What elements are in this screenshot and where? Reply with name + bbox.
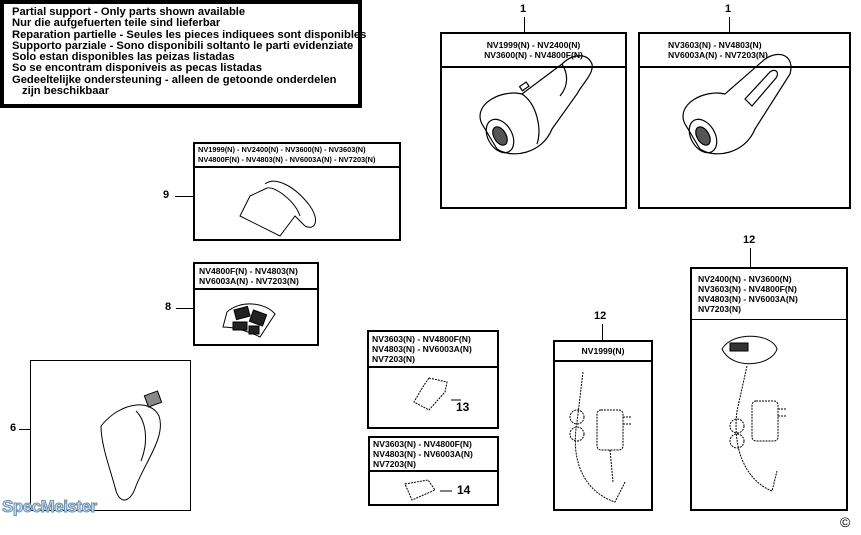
part-box-9-filter[interactable]: NV1999(N) - NV2400(N) - NV3600(N) - NV36… [193,142,401,241]
part-box-14-brush[interactable]: NV3603(N) - NV4800F(N)NV4803(N) - NV6003… [368,436,499,506]
copyright-symbol: © [840,514,851,530]
model-list: NV1999(N) [555,342,651,362]
part-number-1: 1 [520,3,527,15]
part-number-14: 14 [457,483,471,497]
notice-line: Supporto parziale - Sono disponibili sol… [12,39,354,52]
vacuum-body-drawing [100,390,163,501]
part-box-12-charger[interactable]: NV1999(N) [553,340,653,511]
charger-drawing [569,371,631,503]
notice-line: Nur die aufgefuerten teile sind lieferba… [12,17,221,30]
part-number-8: 8 [165,301,172,313]
part-number-1: 1 [725,3,732,15]
nozzle-drawing [413,377,461,411]
notice-line: Solo estan disponibles las peizas listad… [12,51,235,64]
part-box-1-vacuum-alt[interactable]: NV3603(N) - NV4803(N)NV6003A(N) - NV7203… [638,32,851,209]
pleated-filter-drawing [222,303,276,338]
model-list: NV1999(N) - NV2400(N)NV3600(N) - NV4800F… [442,34,625,68]
specmeister-logo: SpecMeister [2,497,98,517]
model-list: NV2400(N) - NV3600(N)NV3603(N) - NV4800F… [692,269,846,320]
model-list: NV3603(N) - NV4800F(N)NV4803(N) - NV6003… [370,438,497,472]
model-list: NV4800F(N) - NV4803(N)NV6003A(N) - NV720… [195,264,317,290]
notice-line: Partial support - Only parts shown avail… [12,6,246,18]
part-number-12: 12 [594,310,607,322]
part-box-13-nozzle[interactable]: NV3603(N) - NV4800F(N)NV4803(N) - NV6003… [367,330,499,429]
model-list: NV1999(N) - NV2400(N) - NV3600(N) - NV36… [195,144,399,168]
part-number-6: 6 [10,422,17,434]
part-number-12: 12 [743,234,756,246]
notice-line: So se encontram disponiveis as pecas lis… [12,62,262,75]
charging-base-drawing [721,335,786,492]
part-box-1-vacuum[interactable]: NV1999(N) - NV2400(N)NV3600(N) - NV4800F… [440,32,627,209]
notice-line: zijn beschikbaar [22,85,110,98]
part-box-6-body[interactable] [30,360,191,511]
part-box-8-filter[interactable]: NV4800F(N) - NV4803(N)NV6003A(N) - NV720… [193,262,319,346]
model-list: NV3603(N) - NV4803(N)NV6003A(N) - NV7203… [640,34,849,68]
handheld-vacuum-drawing [479,55,593,155]
model-list: NV3603(N) - NV4800F(N)NV4803(N) - NV6003… [369,332,497,368]
part-box-12-charger-base[interactable]: NV2400(N) - NV3600(N)NV3603(N) - NV4800F… [690,267,848,511]
handheld-vacuum-drawing [682,53,792,155]
partial-support-notice: Partial support - Only parts shown avail… [0,0,367,108]
notice-line: Gedeeltelijke ondersteuning - alleen de … [12,73,337,86]
filter-drawing [239,180,316,237]
notice-line: Reparation partielle - Seules les pieces… [12,28,367,41]
part-number-9: 9 [163,189,170,201]
brush-drawing [404,479,452,501]
part-number-13: 13 [456,400,470,414]
